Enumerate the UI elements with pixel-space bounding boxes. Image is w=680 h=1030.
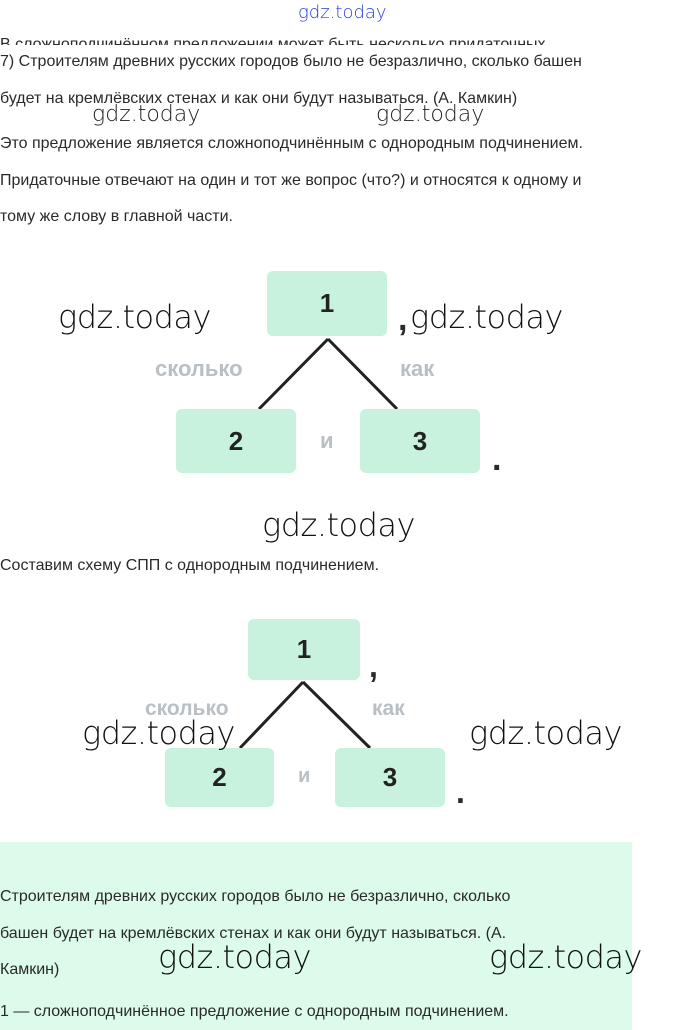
explanation-line: Это предложение является сложноподчинённ… <box>0 135 583 152</box>
subordinate-clause-box: 2 <box>176 409 296 473</box>
top-watermark: gdz.today <box>298 2 387 23</box>
dot-mark: . <box>456 774 465 810</box>
answer-line: башен будет на кремлёвских стенах и как … <box>0 925 507 942</box>
conjunction-label: сколько <box>155 356 243 381</box>
watermark: gdz.today <box>376 102 485 127</box>
answer-line: Камкин) <box>0 961 60 978</box>
watermark: gdz.today <box>158 938 311 976</box>
main-clause-box: 1 <box>267 271 387 336</box>
subordinate-clause-box: 2 <box>165 748 274 807</box>
and-label: и <box>320 428 334 453</box>
explanation-line: Придаточные отвечают на один и тот же во… <box>0 172 582 189</box>
answer-line: 1 — сложноподчинённое предложение с одно… <box>0 1003 509 1020</box>
dot-mark: . <box>492 440 502 478</box>
watermark: gdz.today <box>469 714 622 752</box>
subordinate-clause-box: 3 <box>360 409 480 473</box>
scheme-caption: Составим схему СПП с однородным подчинен… <box>0 557 380 574</box>
watermark: gdz.today <box>262 506 415 544</box>
comma-mark: , <box>398 300 408 338</box>
explanation-line: тому же слову в главной части. <box>0 208 233 225</box>
answer-line: Строителям древних русских городов было … <box>0 888 511 905</box>
watermark: gdz.today <box>82 714 235 752</box>
sentence-line: 7) Строителям древних русских городов бы… <box>0 53 582 70</box>
watermark: gdz.today <box>92 102 201 127</box>
conjunction-label: как <box>400 356 435 381</box>
watermark: gdz.today <box>489 938 642 976</box>
answer-panel <box>0 842 632 1030</box>
sentence-line: будет на кремлёвских стенах и как они бу… <box>0 90 518 107</box>
comma-mark: , <box>369 648 378 684</box>
cut-text: В сложноподчинённом предложении может бы… <box>0 36 546 45</box>
conjunction-label: сколько <box>145 697 229 720</box>
subordinate-clause-box: 3 <box>335 748 445 807</box>
and-label: и <box>298 765 311 787</box>
main-clause-box: 1 <box>248 619 360 680</box>
watermark: gdz.today <box>410 298 563 336</box>
watermark: gdz.today <box>58 298 211 336</box>
conjunction-label: как <box>372 697 405 720</box>
